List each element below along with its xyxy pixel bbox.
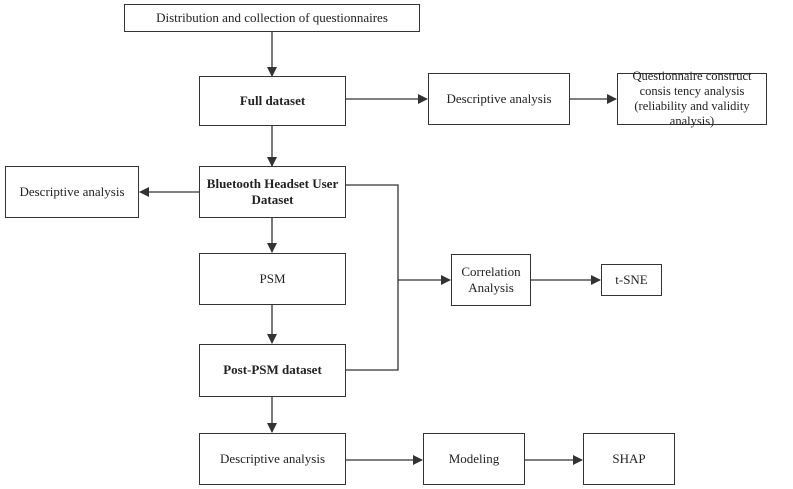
node-modeling: Modeling — [423, 433, 525, 485]
node-consistency-analysis: Questionnaire construct consis tency ana… — [617, 69, 767, 128]
node-post-psm-dataset: Post-PSM dataset — [199, 344, 346, 397]
node-correlation-analysis: Correlation Analysis — [451, 254, 531, 306]
node-descriptive-top: Descriptive analysis — [428, 73, 570, 125]
node-shap: SHAP — [583, 433, 675, 485]
node-full-dataset: Full dataset — [199, 76, 346, 126]
node-bluetooth-dataset: Bluetooth Headset User Dataset — [199, 166, 346, 218]
node-distribution: Distribution and collection of questionn… — [124, 4, 420, 32]
node-tsne: t-SNE — [601, 264, 662, 296]
line-bluetooth-to-junction — [346, 184, 399, 371]
node-descriptive-bottom: Descriptive analysis — [199, 433, 346, 485]
node-psm: PSM — [199, 253, 346, 305]
node-descriptive-left: Descriptive analysis — [5, 166, 139, 218]
